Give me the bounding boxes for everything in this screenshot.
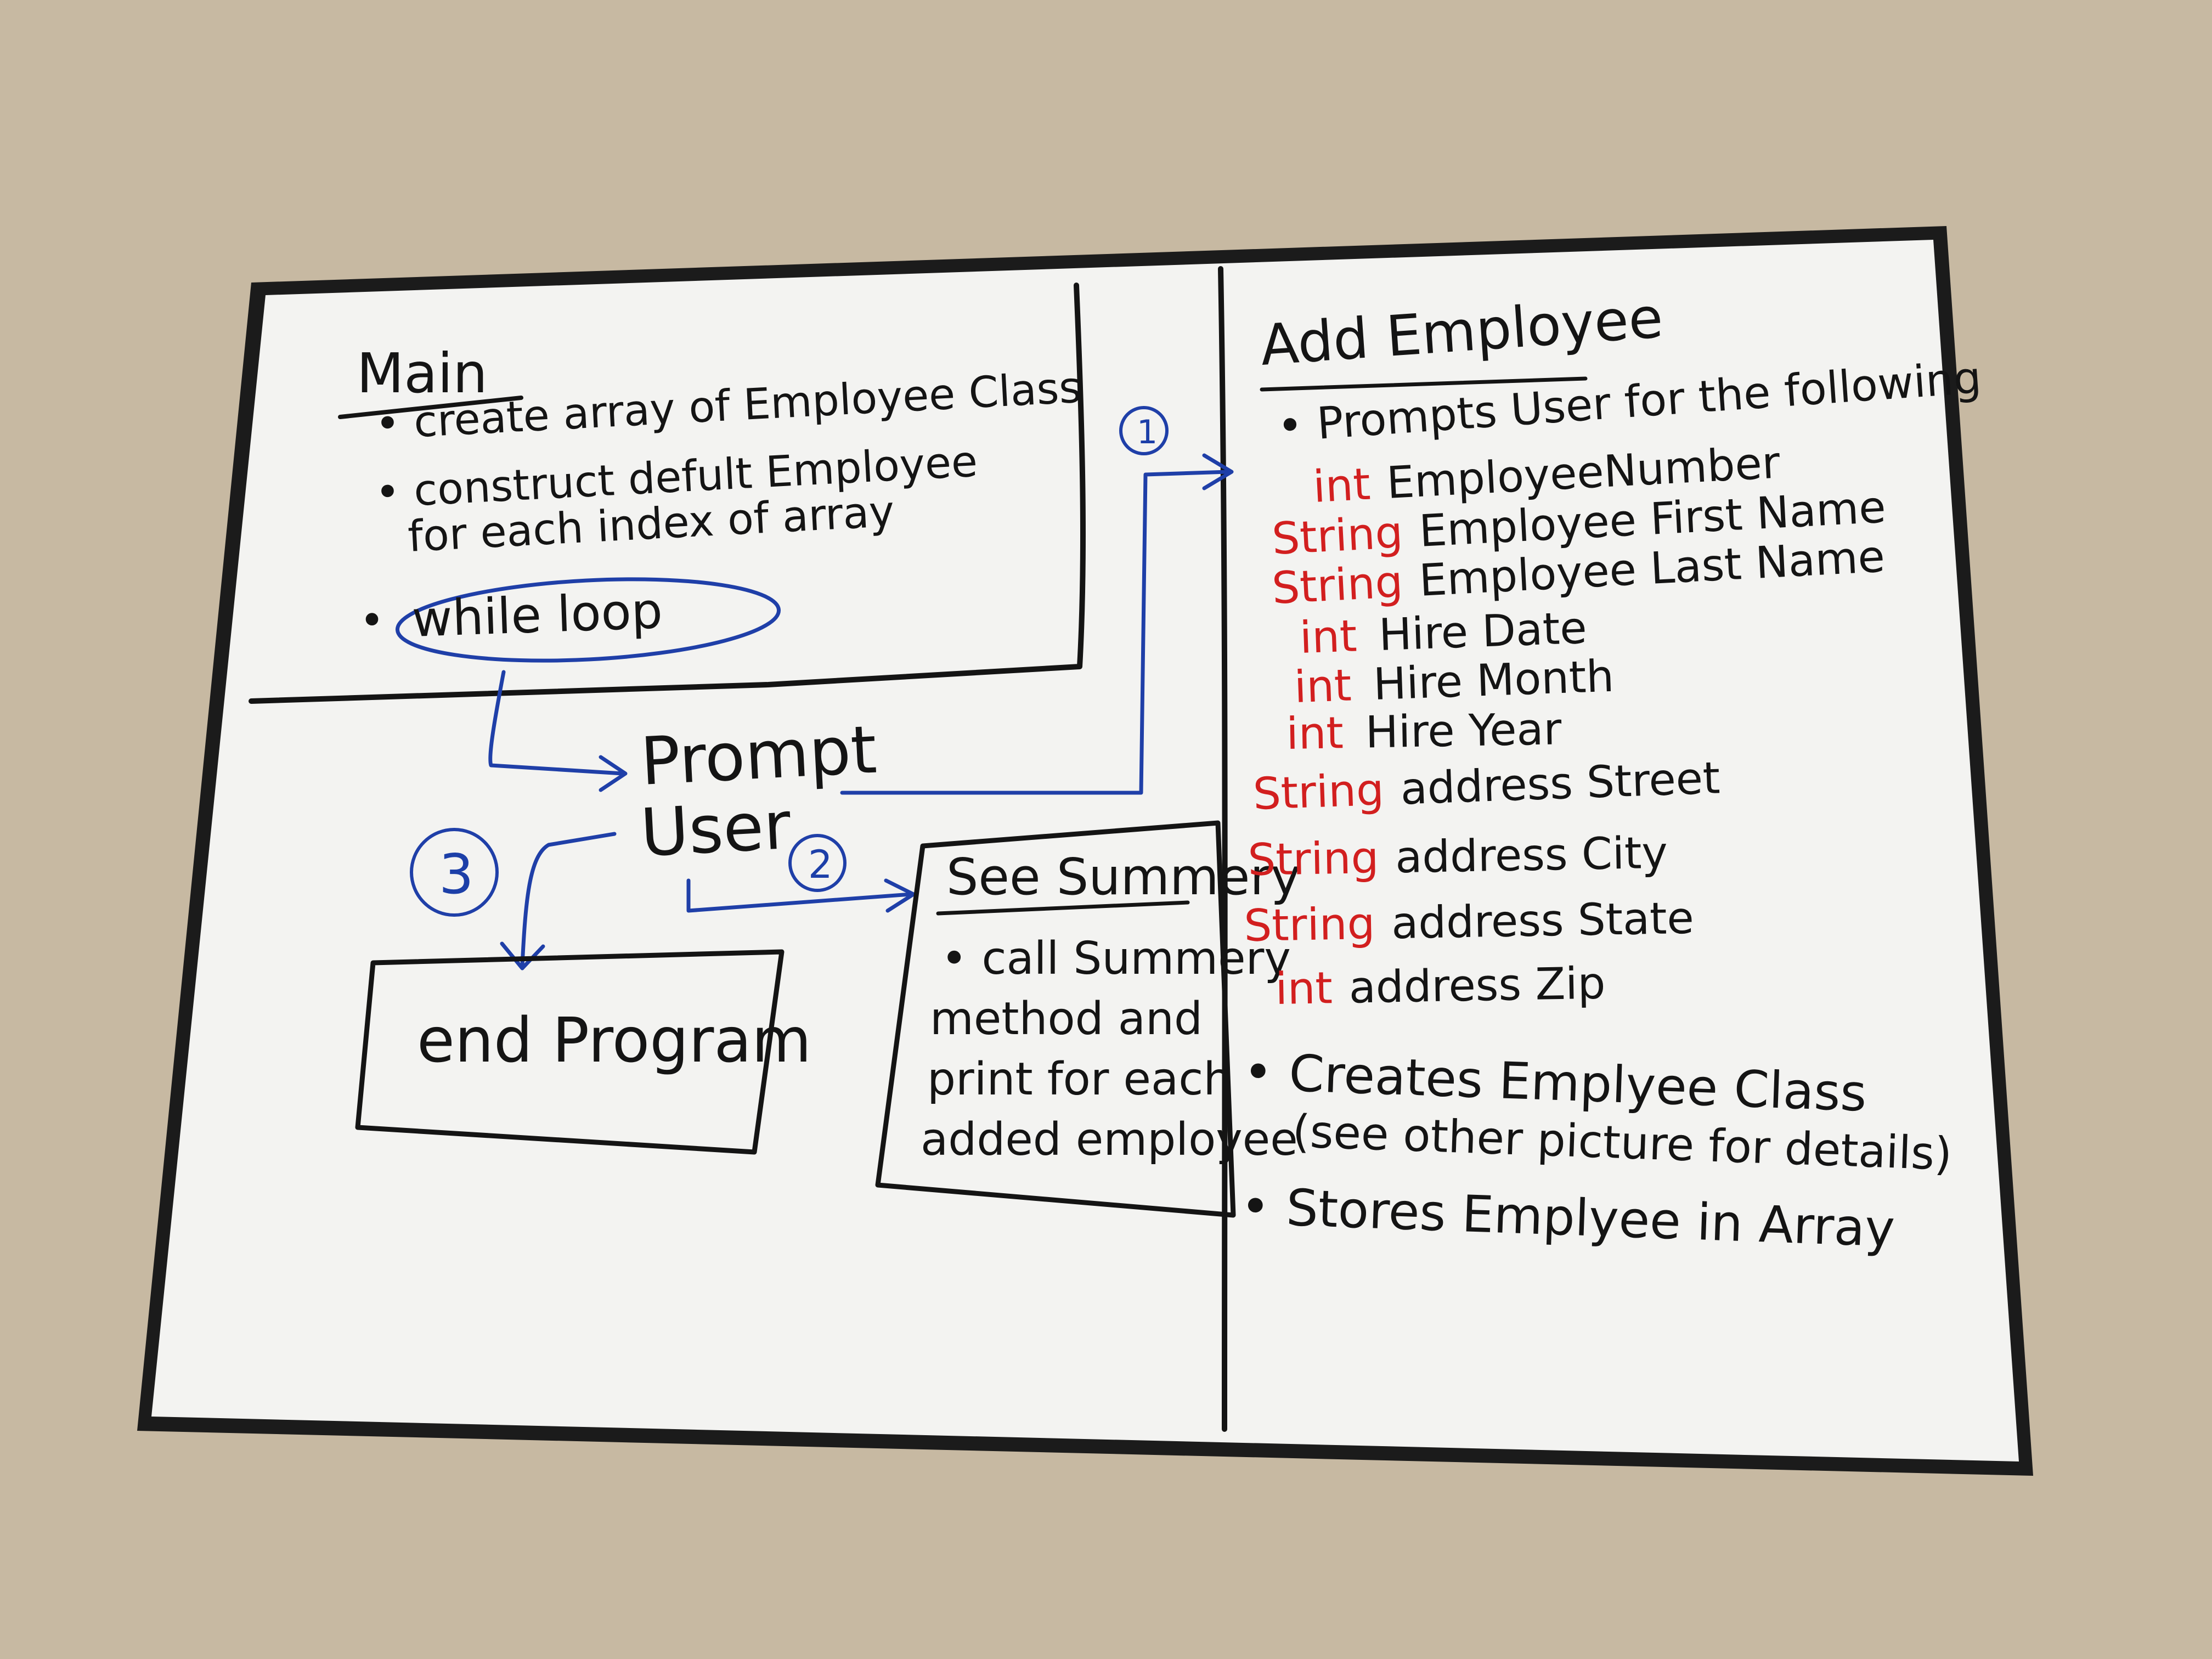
- prompt-user-line2: User: [639, 788, 793, 872]
- number-3: 3: [439, 842, 474, 906]
- arrow-3-to-end: [520, 832, 617, 968]
- prompt-user-line1: Prompt: [639, 712, 878, 800]
- add-employee-underline: [1260, 376, 1588, 392]
- summary-box: [875, 820, 1236, 1218]
- summary-line-2: method and: [930, 993, 1203, 1045]
- end-program-label: end Program: [417, 1005, 811, 1076]
- arrow-loop-to-prompt: [488, 670, 625, 776]
- arrow-1-to-add-employee: [840, 470, 1230, 795]
- main-title: Main: [357, 341, 488, 405]
- number-3-circle: [410, 828, 499, 917]
- summary-title-underline: [936, 900, 1190, 916]
- end-program-box: [355, 949, 785, 1155]
- summary-title: See Summery: [946, 848, 1301, 906]
- summary-line-4: added employee: [921, 1114, 1298, 1166]
- main-title-underline: [338, 396, 523, 419]
- board-surface: [151, 240, 2019, 1462]
- vertical-divider: [1218, 266, 1228, 1432]
- number-1-circle: [1119, 406, 1169, 455]
- while-loop-oval: [395, 577, 781, 663]
- arrow-3-head: [500, 941, 545, 970]
- while-loop-label: while loop: [411, 582, 663, 648]
- main-bullet-3-dot: •: [359, 596, 385, 646]
- arrow-loop-to-prompt-head: [599, 755, 628, 792]
- number-1: 1: [1137, 413, 1158, 452]
- arrow-1-head: [1202, 453, 1234, 490]
- number-2-circle: [788, 834, 847, 892]
- summary-line-1: • call Summery: [941, 933, 1291, 985]
- summary-line-3: print for each: [927, 1053, 1232, 1105]
- main-box-border: [249, 283, 1086, 704]
- arrow-2-to-summary: [686, 878, 913, 913]
- number-2: 2: [808, 842, 833, 887]
- arrow-2-head: [884, 878, 916, 913]
